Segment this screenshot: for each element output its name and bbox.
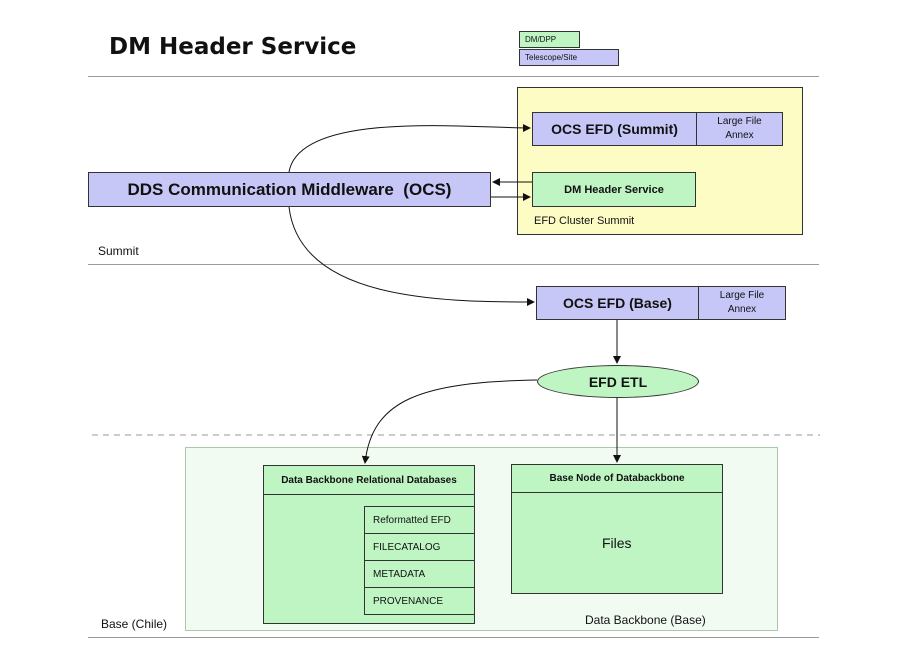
legend-telescope-site: Telescope/Site <box>519 49 619 66</box>
zone-label-base-chile: Base (Chile) <box>101 617 168 631</box>
page-title: DM Header Service <box>109 34 357 60</box>
table-provenance: PROVENANCE <box>364 587 475 615</box>
divider-bottom <box>88 637 819 638</box>
table-filecatalog: FILECATALOG <box>364 533 475 561</box>
zone-label-summit: Summit <box>98 244 139 258</box>
table-metadata: METADATA <box>364 560 475 588</box>
arrow-etl-to-relational <box>361 379 538 464</box>
efd-cluster-summit <box>517 87 803 235</box>
ocs-efd-summit: OCS EFD (Summit) <box>532 112 697 146</box>
base-node-title: Base Node of Databackbone <box>511 464 723 493</box>
large-file-annex-base: Large File Annex <box>698 286 786 320</box>
data-backbone-label: Data Backbone (Base) <box>585 613 706 627</box>
dm-header-service: DM Header Service <box>532 172 696 207</box>
ocs-efd-base: OCS EFD (Base) <box>536 286 699 320</box>
efd-etl: EFD ETL <box>537 365 699 398</box>
arrow-dds-to-efd-base <box>288 206 535 306</box>
relational-databases-title: Data Backbone Relational Databases <box>263 465 475 495</box>
arrow-dds-to-efd-summit <box>288 123 531 173</box>
base-node-content: Files <box>602 535 632 551</box>
legend-dm-dpp: DM/DPP <box>519 31 580 48</box>
large-file-annex-summit: Large File Annex <box>696 112 783 146</box>
efd-cluster-summit-label: EFD Cluster Summit <box>534 215 635 227</box>
divider-summit <box>88 264 819 265</box>
table-reformatted-efd: Reformatted EFD <box>364 506 475 534</box>
dds-communication-middleware: DDS Communication Middleware (OCS) <box>88 172 491 207</box>
divider-top <box>88 76 819 77</box>
